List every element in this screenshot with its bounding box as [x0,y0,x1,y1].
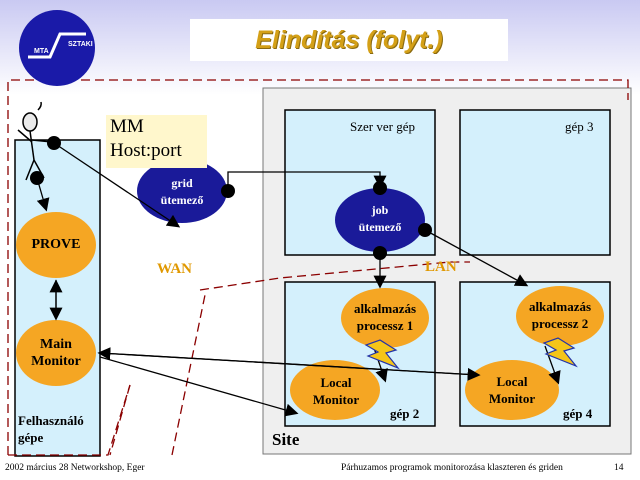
prove-node [16,212,96,278]
user-caption-line1: Felhasználó [18,413,84,428]
job-scheduler-node [335,188,425,252]
machine4-label: gép 4 [563,406,593,421]
main-monitor-label: Main Monitor [16,336,96,370]
footer-left: 2002 március 28 Networkshop, Eger [5,463,145,473]
grid-line2: ütemező [160,193,204,207]
page-number: 14 [614,463,624,473]
process2-label: alkalmazás processz 2 [516,298,604,332]
grid-scheduler-label: grid ütemező [138,175,226,209]
process2-node [516,286,604,346]
local-monitor2-line1: Local [496,374,528,389]
user-machine-caption: Felhasználó gépe [18,412,98,446]
main-monitor-line2: Monitor [31,354,81,369]
mm-line2: Host:port [110,140,182,161]
person-icon [17,101,53,181]
main-monitor-node [16,320,96,386]
local-monitor2-node [465,360,559,420]
server-machine-label: Szer ver gép [350,119,415,134]
local-monitor2-line2: Monitor [488,391,536,406]
local-monitor2-label: Local Monitor [468,373,556,407]
site-label: Site [272,430,300,449]
mm-line1: MM [110,116,144,137]
mm-hostport-label: MM Host:port [106,115,207,168]
lightning-icon [542,337,578,368]
grid-line1: grid [171,176,193,190]
process2-line1: alkalmazás [528,299,592,314]
local-monitor1-node [290,360,380,420]
process1-node [341,288,429,348]
title-box: Elindítás (folyt.) [190,19,508,61]
lightning-icon [364,339,400,370]
footer-right: Párhuzamos programok monitorozása klaszt… [341,463,563,473]
process1-label: alkalmazás processz 1 [341,300,429,334]
wan-label: WAN [157,261,193,277]
user-caption-line2: gépe [18,430,44,445]
main-monitor-line1: Main [40,337,72,352]
process1-line2: processz 1 [356,318,414,333]
slide-title: Elindítás (folyt.) [255,25,443,54]
logo-sztaki: SZTAKI [68,41,93,48]
process2-line2: processz 2 [531,316,589,331]
job-scheduler-label: job ütemező [336,202,424,236]
local-monitor1-label: Local Monitor [292,374,380,408]
machine2-label: gép 2 [390,406,420,421]
prove-label: PROVE [31,237,81,252]
job-line1: job [371,203,389,217]
logo: MTA SZTAKI [15,15,97,85]
local-monitor1-line1: Local [320,375,352,390]
job-line2: ütemező [358,220,402,234]
machine3-label: gép 3 [565,119,594,134]
process1-line1: alkalmazás [353,301,417,316]
lan-label: LAN [425,259,457,275]
user-machine-box [14,139,101,457]
grid-scheduler-node [137,159,227,223]
logo-mta: MTA [34,48,49,55]
local-monitor1-line2: Monitor [312,392,360,407]
boundary-dashed-lines [7,79,629,456]
machine3-box [459,109,611,256]
